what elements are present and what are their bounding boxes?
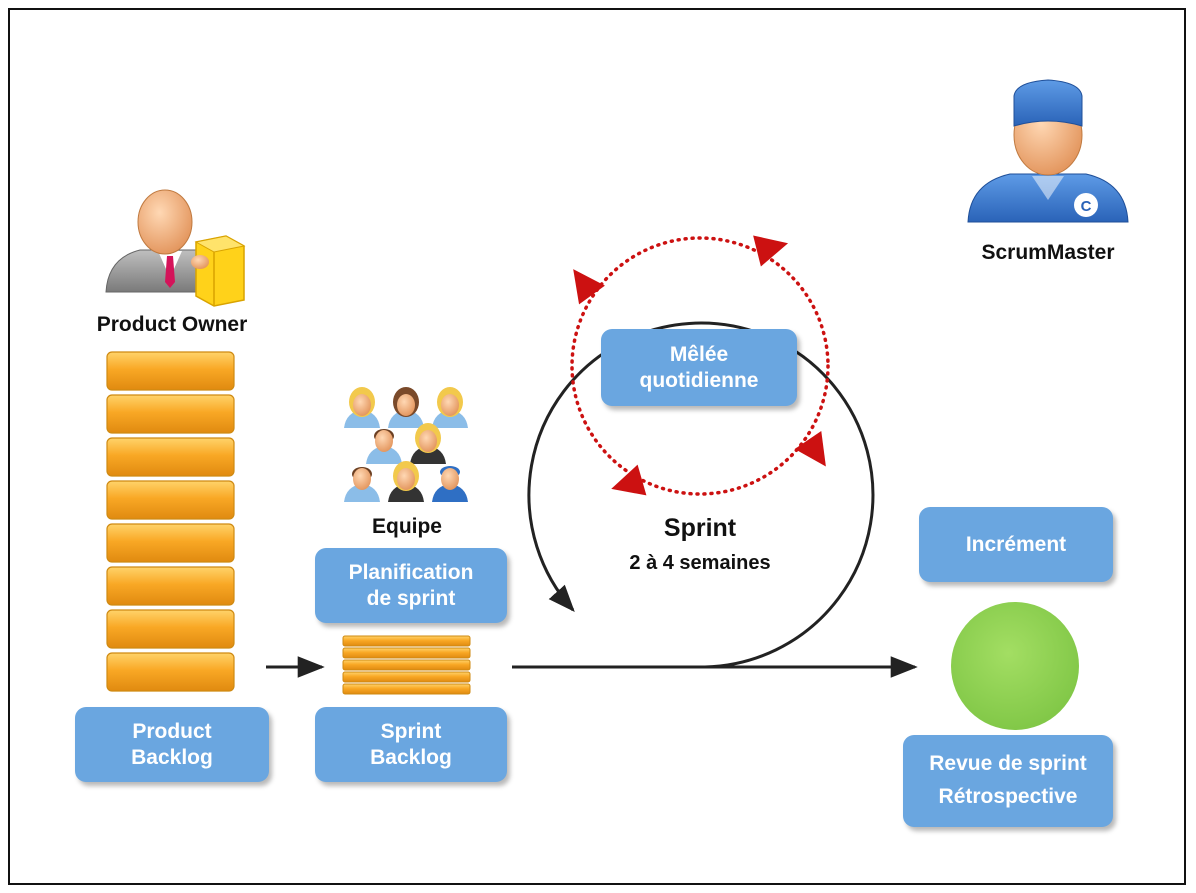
team-label: Equipe (371, 515, 442, 538)
backlog-block (106, 523, 235, 563)
backlog-block (106, 437, 235, 477)
sprint-backlog-block (342, 683, 471, 695)
backlog-block (106, 480, 235, 520)
team-members-icon (344, 387, 468, 502)
scrum-master-icon: C (967, 79, 1129, 223)
sprint-backlog-box: Sprint Backlog (315, 707, 507, 782)
increment-box: Incrément (919, 507, 1113, 582)
sprint-backlog-block (342, 647, 471, 659)
scrum-master-label: ScrumMaster (981, 241, 1115, 264)
daily-scrum-box: Mêlée quotidienne (601, 329, 797, 406)
backlog-block (106, 566, 235, 606)
sprint-backlog-block (342, 635, 471, 647)
daily-loop-arrowheads (573, 235, 826, 496)
sprint-review-box: Revue de sprint Rétrospective (903, 735, 1113, 827)
backlog-block (106, 351, 235, 391)
backlog-block (106, 609, 235, 649)
backlog-block (106, 394, 235, 434)
sprint-planning-box: Planification de sprint (315, 548, 507, 623)
product-backlog-stack (106, 351, 235, 692)
product-owner-icon (105, 189, 246, 307)
backlog-block (106, 652, 235, 692)
review-circle (951, 602, 1079, 730)
sprint-backlog-block (342, 671, 471, 683)
product-backlog-box: Product Backlog (75, 707, 269, 782)
sprint-duration: 2 à 4 semaines (629, 552, 771, 574)
svg-text:C: C (1081, 198, 1092, 215)
daily-scrum-loop (570, 236, 830, 496)
sprint-backlog-stack (342, 635, 471, 695)
sprint-title: Sprint (663, 514, 737, 542)
sprint-backlog-block (342, 659, 471, 671)
product-owner-label: Product Owner (96, 313, 248, 336)
